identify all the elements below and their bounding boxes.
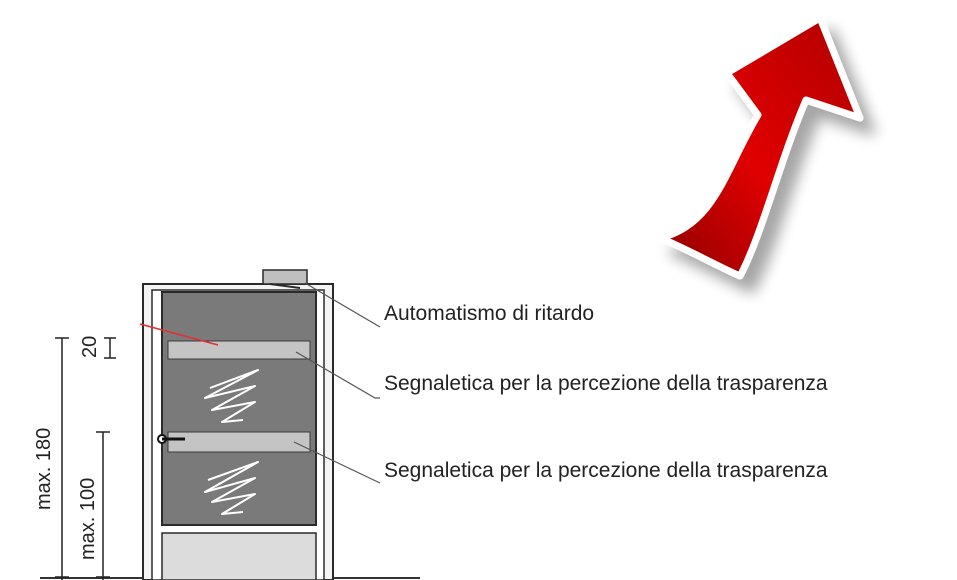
dimension-max-180: max. 180 xyxy=(33,428,55,510)
door xyxy=(139,269,334,580)
lower-panel xyxy=(161,532,317,580)
sight-line xyxy=(139,323,219,346)
label-marking-top: Segnaletica per la percezione della tras… xyxy=(384,372,828,395)
label-closer: Automatismo di ritardo xyxy=(384,302,594,325)
label-marking-bottom: Segnaletica per la percezione della tras… xyxy=(384,459,828,482)
dimension-20: 20 xyxy=(79,336,101,358)
glass-reflection-icon xyxy=(204,369,259,423)
glass-reflection-icon xyxy=(204,461,259,515)
door-handle-icon xyxy=(157,434,185,444)
up-arrow-icon xyxy=(656,14,864,280)
glass-panel xyxy=(161,291,317,526)
dimension-lines xyxy=(55,337,116,580)
marking-strip-top xyxy=(167,340,311,360)
marking-strip-bottom xyxy=(167,431,311,453)
leader-lines xyxy=(293,282,381,484)
closer-arm xyxy=(269,283,301,289)
door-closer xyxy=(262,269,308,285)
dimension-max-100: max. 100 xyxy=(77,478,99,560)
